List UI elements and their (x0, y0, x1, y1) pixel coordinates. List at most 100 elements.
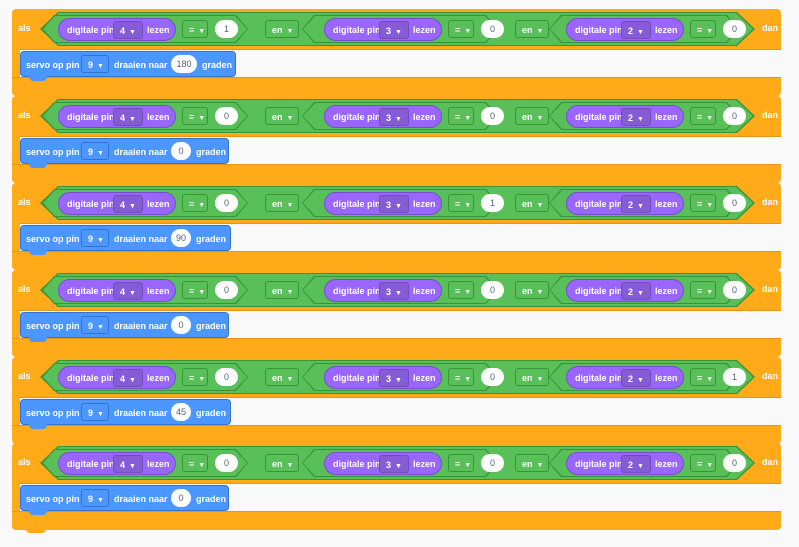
value-input[interactable]: 0 (723, 281, 746, 299)
operator-dropdown[interactable]: =▼ (690, 368, 716, 386)
pin-dropdown[interactable]: 3▼ (379, 108, 409, 126)
operator-dropdown[interactable]: =▼ (448, 107, 474, 125)
and-dropdown[interactable]: en▼ (265, 194, 299, 212)
servo-pin-dropdown[interactable]: 9▼ (81, 142, 109, 160)
servo-pin-dropdown[interactable]: 9▼ (81, 316, 109, 334)
pin-dropdown[interactable]: 2▼ (621, 21, 651, 39)
angle-input[interactable]: 90 (171, 229, 191, 247)
and-dropdown[interactable]: en▼ (265, 454, 299, 472)
value-input[interactable]: 1 (723, 368, 746, 386)
and-dropdown[interactable]: en▼ (515, 368, 549, 386)
angle-input[interactable]: 45 (171, 403, 191, 421)
and-dropdown[interactable]: en▼ (515, 281, 549, 299)
servo-pin-dropdown[interactable]: 9▼ (81, 489, 109, 507)
pin-dropdown[interactable]: 3▼ (379, 195, 409, 213)
and-dropdown[interactable]: en▼ (265, 368, 299, 386)
pin-dropdown[interactable]: 4▼ (113, 369, 143, 387)
operator-dropdown[interactable]: =▼ (182, 20, 208, 38)
operator-dropdown[interactable]: =▼ (690, 194, 716, 212)
pin-dropdown[interactable]: 4▼ (113, 21, 143, 39)
operator-dropdown[interactable]: =▼ (182, 368, 208, 386)
value-input[interactable]: 1 (215, 20, 238, 38)
pin-dropdown[interactable]: 4▼ (113, 195, 143, 213)
pin-dropdown[interactable]: 3▼ (379, 369, 409, 387)
pin-dropdown[interactable]: 3▼ (379, 21, 409, 39)
operator-dropdown[interactable]: =▼ (182, 194, 208, 212)
and-dropdown[interactable]: en▼ (515, 454, 549, 472)
angle-input[interactable]: 0 (171, 316, 191, 334)
operator-dropdown[interactable]: =▼ (182, 281, 208, 299)
operator-dropdown[interactable]: =▼ (690, 454, 716, 472)
pin-dropdown[interactable]: 4▼ (113, 108, 143, 126)
operator-dropdown[interactable]: =▼ (690, 20, 716, 38)
operator-dropdown[interactable]: =▼ (448, 20, 474, 38)
and-dropdown[interactable]: en▼ (265, 107, 299, 125)
value-input[interactable]: 0 (723, 454, 746, 472)
value-input[interactable]: 0 (215, 281, 238, 299)
value-input[interactable]: 0 (481, 454, 504, 472)
and-dropdown[interactable]: en▼ (515, 194, 549, 212)
pin-dropdown[interactable]: 2▼ (621, 282, 651, 300)
value-input[interactable]: 0 (723, 20, 746, 38)
value-input[interactable]: 0 (481, 107, 504, 125)
angle-input[interactable]: 0 (171, 489, 191, 507)
pin-dropdown[interactable]: 2▼ (621, 108, 651, 126)
operator-dropdown[interactable]: =▼ (448, 368, 474, 386)
angle-input[interactable]: 0 (171, 142, 191, 160)
operator-dropdown[interactable]: =▼ (448, 454, 474, 472)
value-input[interactable]: 0 (215, 107, 238, 125)
pin-dropdown[interactable]: 2▼ (621, 195, 651, 213)
value-input[interactable]: 0 (215, 194, 238, 212)
operator-dropdown[interactable]: =▼ (448, 281, 474, 299)
and-dropdown[interactable]: en▼ (515, 107, 549, 125)
and-dropdown[interactable]: en▼ (515, 20, 549, 38)
value-input[interactable]: 0 (723, 107, 746, 125)
angle-input[interactable]: 180 (171, 55, 197, 73)
value-input[interactable]: 0 (215, 368, 238, 386)
operator-dropdown[interactable]: =▼ (690, 281, 716, 299)
operator-dropdown[interactable]: =▼ (182, 107, 208, 125)
pin-dropdown[interactable]: 3▼ (379, 282, 409, 300)
pin-dropdown[interactable]: 3▼ (379, 455, 409, 473)
pin-dropdown[interactable]: 2▼ (621, 369, 651, 387)
value-input[interactable]: 1 (481, 194, 504, 212)
servo-pin-dropdown[interactable]: 9▼ (81, 55, 109, 73)
value-input[interactable]: 0 (481, 368, 504, 386)
pin-dropdown[interactable]: 4▼ (113, 455, 143, 473)
pin-dropdown[interactable]: 2▼ (621, 455, 651, 473)
operator-dropdown[interactable]: =▼ (690, 107, 716, 125)
servo-pin-dropdown[interactable]: 9▼ (81, 403, 109, 421)
and-dropdown[interactable]: en▼ (265, 20, 299, 38)
pin-dropdown[interactable]: 4▼ (113, 282, 143, 300)
value-input[interactable]: 0 (723, 194, 746, 212)
servo-pin-dropdown[interactable]: 9▼ (81, 229, 109, 247)
